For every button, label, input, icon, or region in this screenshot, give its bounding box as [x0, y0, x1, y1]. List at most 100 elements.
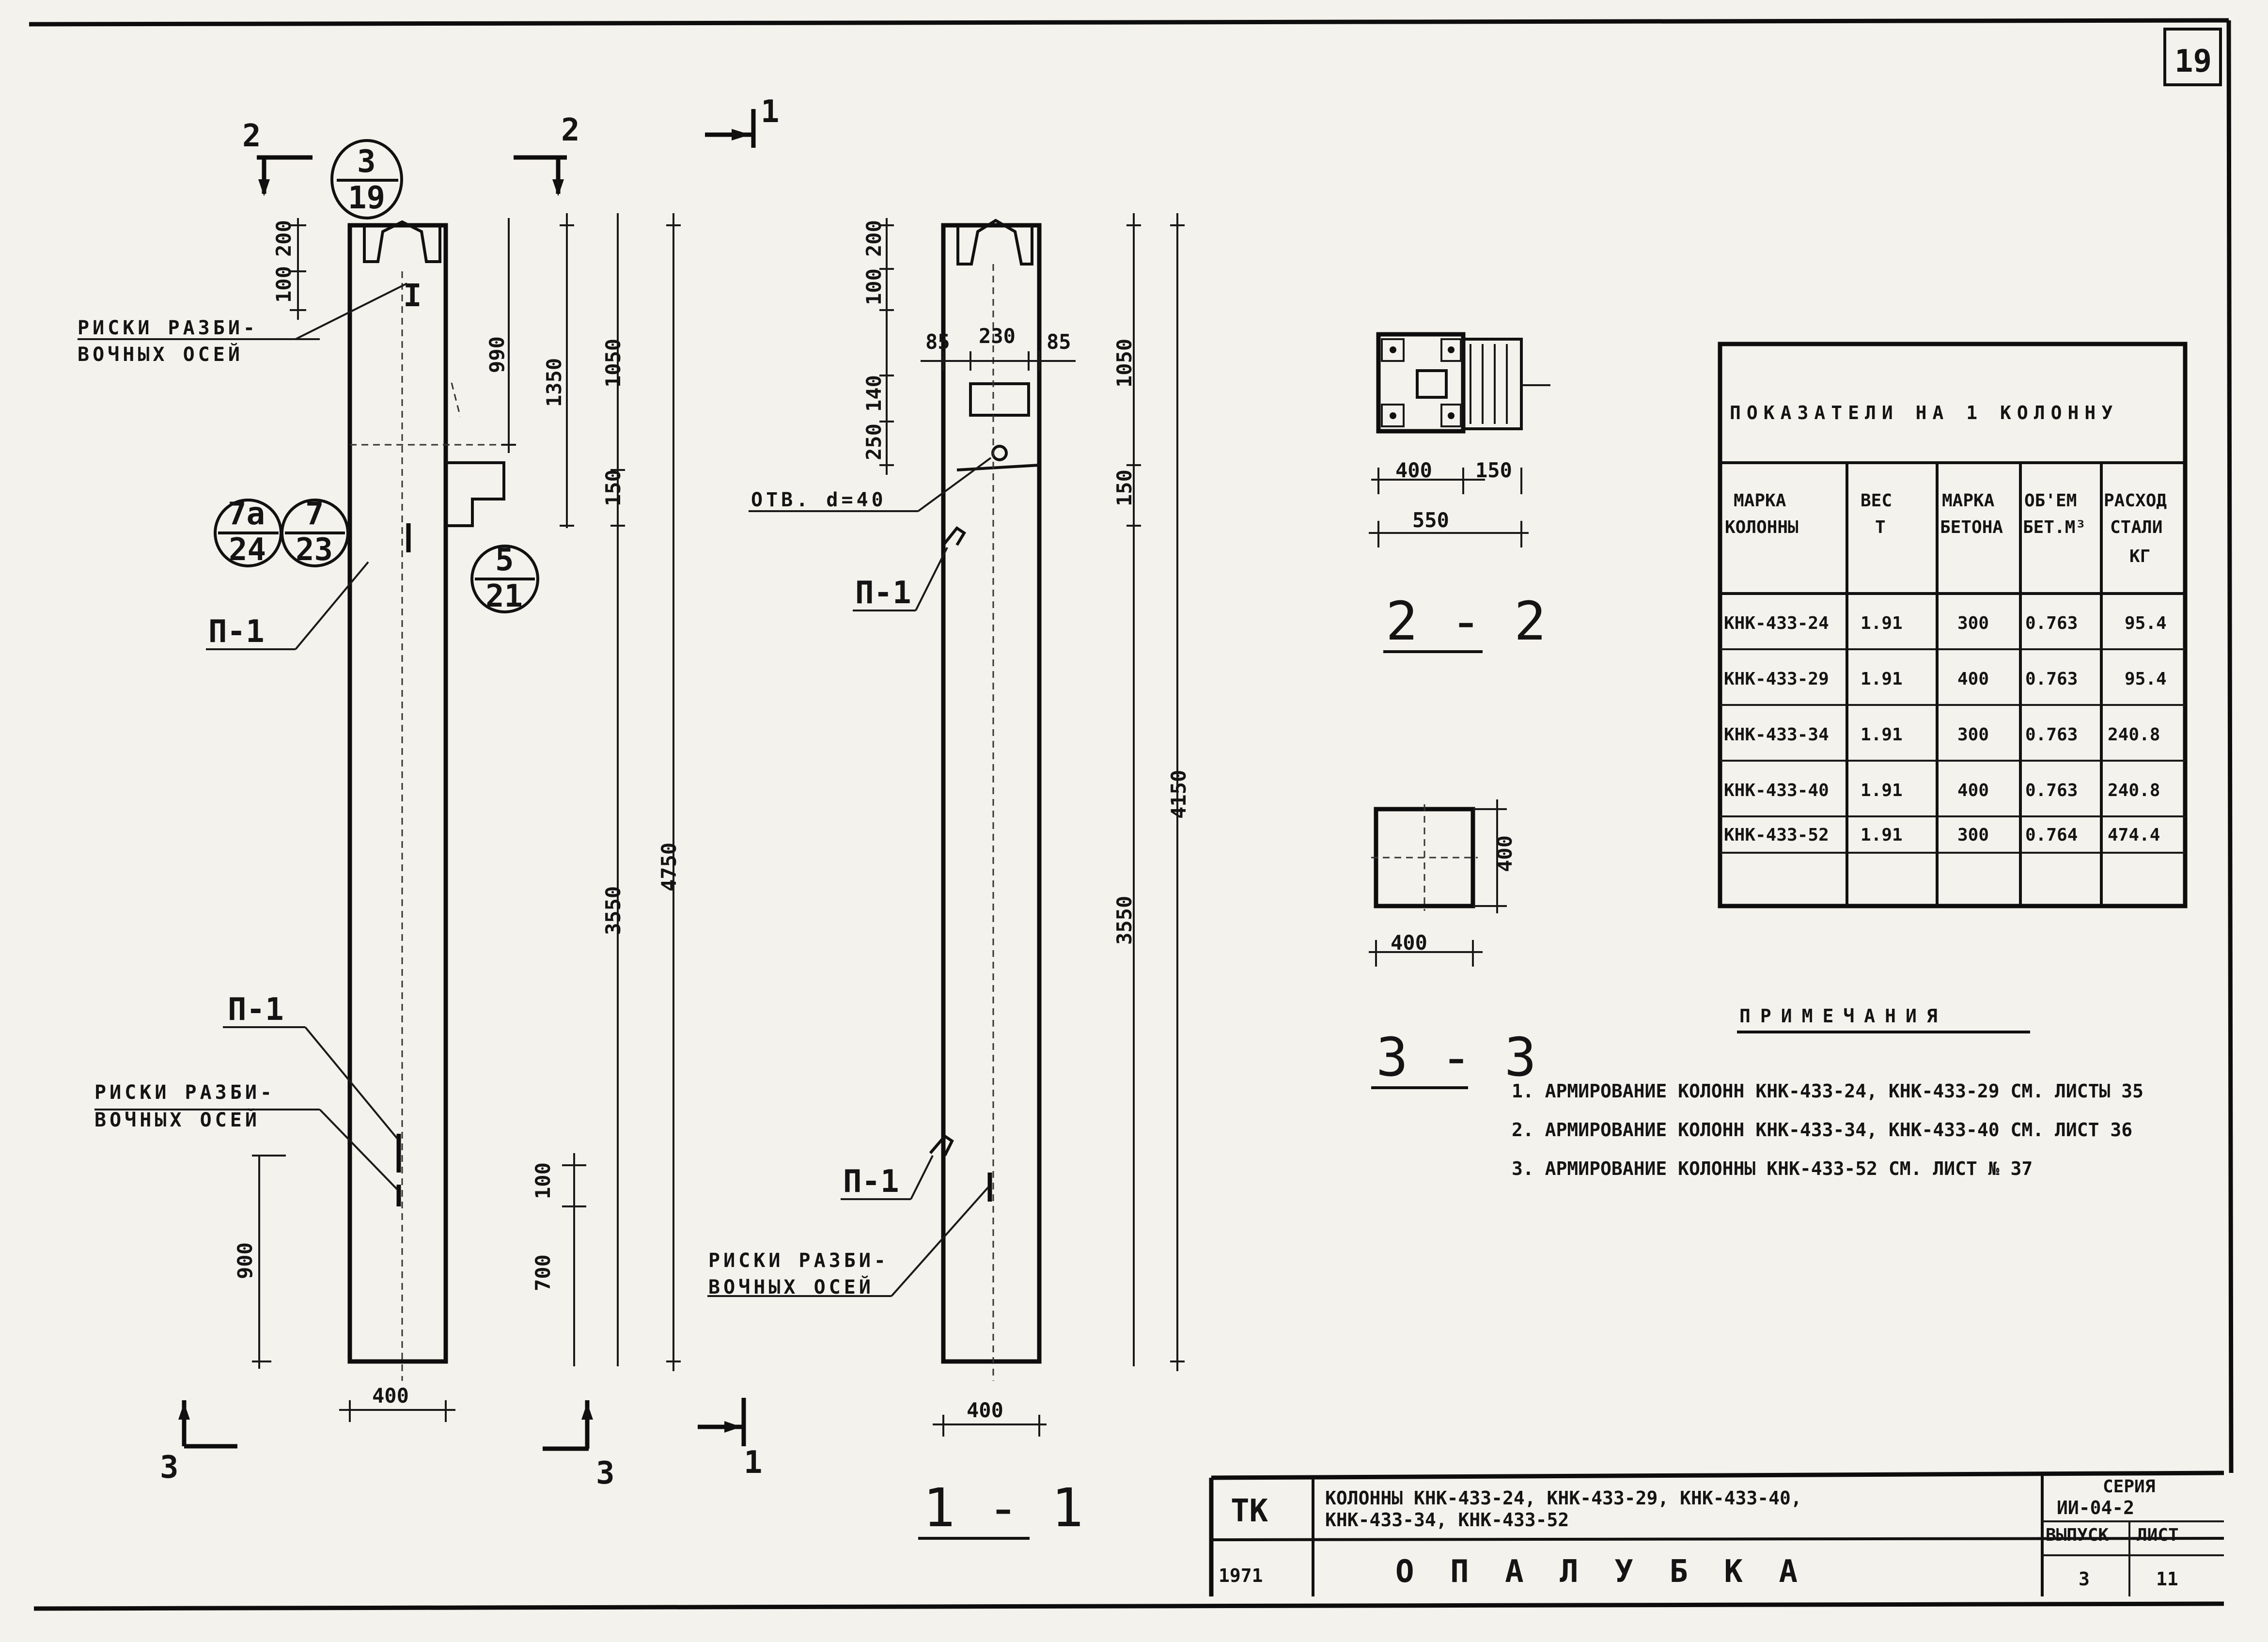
table-row: КНК-433-29 1.91 400 0.763 95.4 [1724, 669, 2167, 689]
dim-85-right: 85 [1047, 330, 1071, 354]
svg-text:МАРКА: МАРКА [1942, 491, 1995, 511]
svg-text:0.763: 0.763 [2025, 781, 2078, 800]
p1-d-label: П-1 [843, 1164, 899, 1200]
svg-text:РАСХОД: РАСХОД [2104, 491, 2167, 511]
svg-text:300: 300 [1957, 725, 1989, 745]
middle-loop-top [942, 526, 967, 546]
table-row: КНК-433-52 1.91 300 0.764 474.4 [1724, 825, 2160, 845]
svg-text:5: 5 [495, 542, 514, 578]
dim-4150: 4150 [1167, 770, 1190, 819]
table-row: КНК-433-34 1.91 300 0.763 240.8 [1724, 725, 2160, 745]
dim-400-left-base: 400 [372, 1384, 409, 1407]
page-number: 19 [2174, 44, 2212, 79]
dim-200-mid: 200 [862, 220, 886, 257]
dim-85-left: 85 [925, 330, 950, 354]
dim-3550-left: 3550 [601, 886, 625, 935]
left-elevation: I [347, 220, 505, 1381]
section-3-left-label: 3 [160, 1450, 179, 1486]
leader-axis-marks-1 [295, 282, 407, 340]
left-dimension-lines [252, 213, 681, 1422]
svg-text:24: 24 [229, 532, 266, 568]
dim-140: 140 [862, 375, 886, 412]
svg-text:21: 21 [485, 579, 523, 614]
svg-text:7а: 7а [228, 496, 265, 532]
svg-text:ВЕС: ВЕС [1861, 491, 1892, 511]
table-header: МАРКА КОЛОННЫ ВЕС Т МАРКА БЕТОНА ОБ'ЕМ Б… [1725, 491, 2167, 566]
svg-text:КНК-433-52: КНК-433-52 [1724, 825, 1829, 845]
svg-text:0.764: 0.764 [2025, 825, 2078, 845]
page-number-box [2163, 28, 2222, 86]
table-title: ПОКАЗАТЕЛИ НА 1 КОЛОННУ [1730, 402, 2118, 423]
svg-text:1.91: 1.91 [1861, 725, 1903, 745]
axis-marks-1-line1: РИСКИ РАЗБИ- [78, 317, 258, 339]
leader-p1-b [304, 1026, 398, 1140]
left-column-top-notch [363, 220, 441, 263]
svg-text:0.763: 0.763 [2025, 669, 2078, 689]
callout-7a-24: 7а 24 [214, 496, 282, 568]
p1-b-label: П-1 [228, 992, 284, 1028]
dim-1350: 1350 [542, 358, 566, 407]
svg-text:240.8: 240.8 [2108, 725, 2160, 745]
dim-100-left: 100 [272, 266, 296, 303]
section-mark-3-right: 3 [543, 1400, 615, 1491]
leader-p1-d [910, 1155, 934, 1200]
dim-900: 900 [233, 1242, 257, 1279]
section-mark-2-left: 2 [242, 118, 313, 196]
section-2-left-label: 2 [242, 118, 261, 154]
svg-text:1.91: 1.91 [1861, 781, 1903, 800]
section-1-bottom-label: 1 [744, 1445, 763, 1481]
svg-text:400: 400 [1957, 781, 1989, 800]
dim-700: 700 [531, 1254, 555, 1291]
table-row: КНК-433-40 1.91 400 0.763 240.8 [1724, 781, 2160, 800]
title-block-sheet-value: 11 [2156, 1568, 2178, 1590]
table-row: КНК-433-24 1.91 300 0.763 95.4 [1724, 613, 2167, 633]
callout-7-23: 7 23 [281, 496, 349, 568]
middle-column-console-line [956, 464, 1040, 471]
dim-2-2-400: 400 [1395, 458, 1432, 482]
svg-text:95.4: 95.4 [2125, 669, 2167, 689]
section-1-1-title: 1 - 1 [923, 1477, 1083, 1539]
table-frame [1718, 342, 2188, 908]
section-3-right-label: 3 [596, 1455, 615, 1491]
svg-text:7: 7 [305, 496, 324, 532]
title-block-org: ТК [1231, 1493, 1268, 1529]
middle-elevation [929, 219, 1042, 1381]
dim-100-mid: 100 [862, 268, 886, 305]
section-2-2-drawing [1369, 332, 1550, 547]
axis-marks-1-line2: ВОЧНЫХ ОСЕЙ [78, 343, 243, 366]
svg-text:300: 300 [1957, 613, 1989, 633]
middle-column-embed-plate [969, 382, 1030, 417]
section-mark-1-bottom: 1 [698, 1398, 763, 1481]
section-mark-1-top: 1 [705, 94, 780, 148]
axis-marks-3-line2: ВОЧНЫХ ОСЕЙ [708, 1275, 874, 1298]
title-block-year: 1971 [1219, 1565, 1263, 1586]
svg-text:300: 300 [1957, 825, 1989, 845]
svg-text:1.91: 1.91 [1861, 669, 1903, 689]
svg-text:240.8: 240.8 [2108, 781, 2160, 800]
frame-bottom-line [33, 1601, 2224, 1611]
svg-text:400: 400 [1957, 669, 1989, 689]
axis-marks-3-line1: РИСКИ РАЗБИ- [708, 1250, 889, 1272]
svg-text:19: 19 [348, 180, 385, 216]
svg-text:БЕТОНА: БЕТОНА [1940, 517, 2003, 537]
middle-dimension-lines [879, 213, 1185, 1437]
svg-text:23: 23 [296, 532, 333, 568]
title-block-issue-label: ВЫПУСК [2046, 1525, 2109, 1545]
frame-top-line [29, 18, 2229, 27]
leader-hole [917, 457, 992, 512]
svg-text:КНК-433-40: КНК-433-40 [1724, 781, 1829, 800]
middle-column-hole [991, 445, 1008, 461]
svg-text:КГ: КГ [2129, 547, 2150, 566]
dim-3550-mid: 3550 [1112, 896, 1136, 945]
indicators-table [1718, 342, 2188, 908]
dim-2-2-150: 150 [1475, 458, 1512, 482]
dim-200-left: 200 [272, 220, 296, 257]
dim-4750: 4750 [657, 843, 681, 891]
svg-text:ОБ'ЕМ: ОБ'ЕМ [2024, 491, 2077, 511]
svg-text:1.91: 1.91 [1861, 613, 1903, 633]
middle-column-top-notch [956, 219, 1033, 266]
p1-a-label: П-1 [208, 614, 265, 650]
axis-marks-2-line2: ВОЧНЫХ ОСЕЙ [94, 1108, 260, 1131]
section-3-3-title: 3 - 3 [1376, 1026, 1536, 1088]
middle-loop-bottom [929, 1134, 954, 1157]
